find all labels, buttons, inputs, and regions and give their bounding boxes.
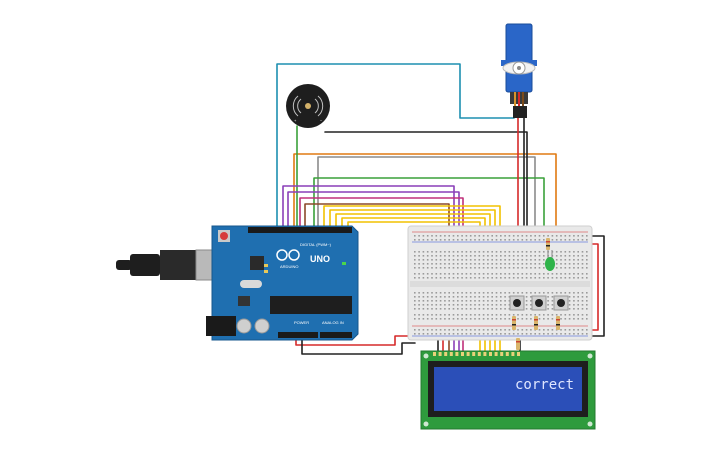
atmega-chip [270, 296, 352, 314]
wire-red-power[interactable] [295, 335, 413, 346]
resistors [512, 238, 560, 350]
wire-black-buzzer[interactable] [324, 131, 528, 239]
piezo-buzzer[interactable]: + − [286, 84, 330, 128]
breadboard[interactable] [407, 225, 593, 341]
lcd-screen [434, 367, 582, 411]
wire-green[interactable] [313, 177, 545, 263]
pushbuttons [509, 295, 569, 311]
buzzer-minus-label: − [320, 118, 323, 123]
arduino-uno-board[interactable]: ARDUINO UNO DIGITAL (PWM~) POWER ANALOG … [116, 225, 359, 341]
lcd-message: correct [515, 377, 574, 393]
pushbutton-3[interactable] [553, 295, 569, 311]
green-led[interactable] [545, 250, 555, 271]
digital-header-label: DIGITAL (PWM~) [300, 242, 332, 247]
power-jack [206, 316, 236, 336]
pushbutton-2[interactable] [531, 295, 547, 311]
digital-header [248, 227, 352, 233]
buzzer-plus-label: + [294, 118, 297, 123]
wire-black-power[interactable] [301, 335, 416, 355]
arduino-model-label: UNO [310, 254, 330, 264]
resistor-lcd[interactable] [516, 338, 520, 350]
resistor-led[interactable] [546, 238, 550, 250]
arduino-logo: ARDUINO UNO [276, 249, 330, 269]
lcd-pin-header [433, 352, 520, 356]
resistor-button-2[interactable] [534, 316, 538, 330]
lcd-16x2[interactable]: correct [420, 350, 596, 430]
arduino-brand-label: ARDUINO [280, 264, 298, 269]
resistor-button-1[interactable] [512, 316, 516, 330]
power-header-label: POWER [294, 320, 309, 325]
wire-orange[interactable] [293, 153, 557, 239]
analog-header-label: ANALOG IN [322, 320, 344, 325]
resistor-button-3[interactable] [556, 316, 560, 330]
pushbutton-1[interactable] [509, 295, 525, 311]
analog-header [320, 332, 352, 338]
power-header [278, 332, 318, 338]
usb-cable [116, 260, 132, 270]
wire-teal-servo[interactable] [276, 63, 515, 229]
servo-motor[interactable] [501, 23, 537, 118]
